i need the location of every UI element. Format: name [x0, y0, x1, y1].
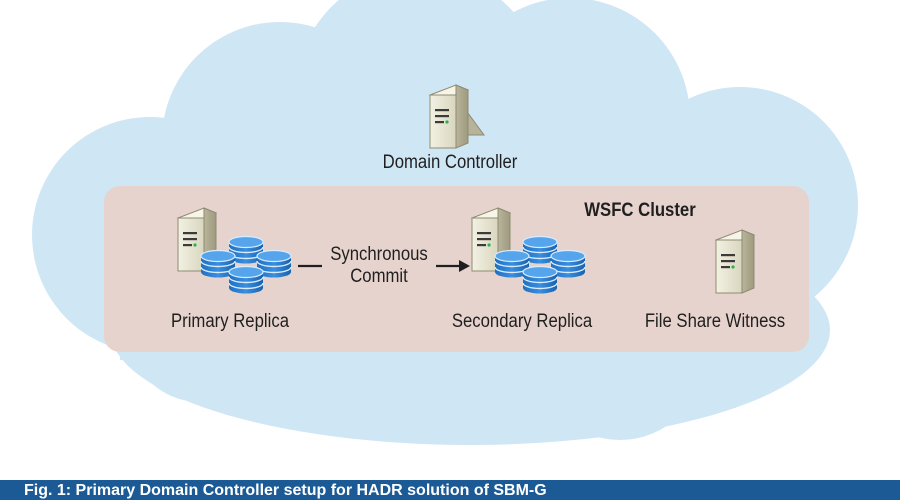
wsfc-cluster-box: [104, 186, 809, 352]
caption-bar: Fig. 1: Primary Domain Controller setup …: [0, 480, 900, 500]
primary-replica-label: Primary Replica: [170, 311, 290, 332]
edge-label-line1: Synchronous: [330, 244, 428, 265]
domain-controller-label: Domain Controller: [382, 152, 518, 173]
file-share-witness-label: File Share Witness: [644, 311, 786, 332]
figure-caption: Fig. 1: Primary Domain Controller setup …: [24, 482, 547, 499]
arrow-icon: [459, 260, 470, 272]
domain-controller-server-icon: [429, 84, 485, 149]
secondary-replica-label: Secondary Replica: [451, 311, 593, 332]
witness-server-icon: [715, 229, 755, 294]
edge-label-line2: Commit: [350, 266, 408, 287]
cluster-title: WSFC Cluster: [584, 200, 696, 221]
